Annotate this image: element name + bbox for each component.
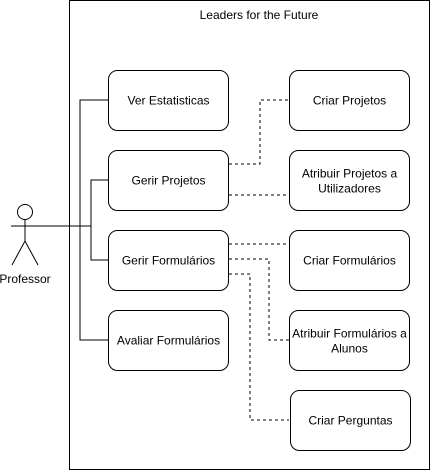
use-case-label-line-1: Atribuir Formulários a (292, 327, 407, 341)
actor-professor (11, 204, 39, 266)
use-case-label-line-2: Utilizadores (318, 182, 381, 196)
use-case-box (289, 310, 410, 371)
use-case-label: Ver Estatisticas (127, 94, 209, 108)
dashed-relations (229, 99, 289, 421)
use-case-atribuir-formularios: Atribuir Formulários a Alunos (289, 310, 410, 371)
use-case-atribuir-projetos: Atribuir Projetos a Utilizadores (289, 150, 410, 211)
use-case-box (289, 70, 410, 131)
use-case-ver-estatisticas: Ver Estatisticas (108, 70, 229, 131)
rel-atribuir-formularios (229, 258, 289, 341)
use-case-criar-perguntas: Criar Perguntas (290, 390, 411, 451)
use-case-label: Criar Formulários (303, 254, 396, 268)
use-case-label: Gerir Projetos (131, 174, 205, 188)
use-case-box (289, 150, 410, 211)
use-case-label-line-1: Atribuir Projetos a (302, 167, 398, 181)
use-case-box (108, 70, 229, 131)
use-case-gerir-projetos: Gerir Projetos (108, 150, 229, 211)
use-case-box (108, 230, 229, 291)
use-case-avaliar-formularios: Avaliar Formulários (108, 310, 229, 371)
use-case-gerir-formularios: Gerir Formulários (108, 230, 229, 291)
system-title: Leaders for the Future (200, 8, 319, 22)
use-case-label: Criar Perguntas (308, 414, 392, 428)
rel-criar-perguntas (229, 273, 289, 421)
actor-left-leg (11, 240, 26, 266)
use-case-label: Gerir Formulários (122, 254, 215, 268)
use-case-label: Avaliar Formulários (117, 334, 220, 348)
use-case-label-line-2: Alunos (331, 342, 368, 356)
rel-criar-projetos (229, 99, 289, 165)
use-case-box (108, 310, 229, 371)
use-case-box (289, 230, 410, 291)
use-case-box (108, 150, 229, 211)
actor-head (17, 204, 33, 220)
actor-associations (39, 99, 108, 341)
use-case-box (290, 390, 411, 451)
use-case-label: Criar Projetos (313, 94, 386, 108)
use-case-criar-projetos: Criar Projetos (289, 70, 410, 131)
use-case-criar-formularios: Criar Formulários (289, 230, 410, 291)
actor-right-leg (24, 240, 39, 266)
assoc-avaliar-formularios (39, 225, 108, 341)
actor-label: Professor (0, 272, 51, 286)
